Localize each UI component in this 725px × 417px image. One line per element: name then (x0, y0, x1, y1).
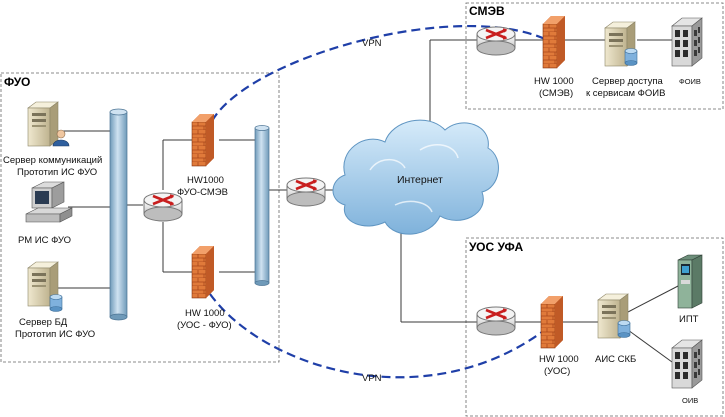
zone-uos-title: УОС УФА (469, 240, 523, 254)
router-smev (475, 25, 517, 57)
fw-uos-fuo-label-line1: HW 1000 (185, 308, 225, 319)
firewall-uos-fuo (191, 245, 215, 299)
firewall-smev (542, 15, 566, 69)
zone-fuo-frame (0, 72, 280, 363)
zone-smev-frame (465, 2, 724, 110)
db-server-label-line2: Прототип ИС ФУО (15, 329, 95, 340)
db-server-label-line1: Сервер БД (19, 317, 68, 328)
router-uos (475, 305, 517, 337)
fw-uos-fuo-label-line2: (УОС - ФУО) (177, 320, 232, 331)
ipt-label: ИПТ (679, 314, 699, 325)
access-server-label-line2: к сервисам ФОИВ (586, 88, 665, 99)
comm-server-icon (27, 101, 70, 147)
workstation-icon (25, 181, 73, 223)
router-central (285, 176, 327, 208)
foiv-building-icon (671, 17, 703, 67)
zone-fuo-title: ФУО (4, 75, 30, 89)
fw-smev-label-line2: (СМЭВ) (539, 88, 573, 99)
comm-server-label-line2: Прототип ИС ФУО (17, 167, 97, 178)
firewall-uos (540, 295, 564, 349)
db-server-icon (27, 261, 63, 312)
ais-server-icon (597, 293, 631, 339)
fw-fuo-smev-label-line1: HW1000 (187, 175, 224, 186)
firewall-fuo-smev (191, 113, 215, 167)
workstation-label: РМ ИС ФУО (18, 235, 71, 246)
internet-label: Интернет (397, 174, 443, 186)
fw-smev-label-line1: HW 1000 (534, 76, 574, 87)
bus-left (109, 108, 128, 321)
zone-smev-title: СМЭВ (469, 4, 505, 18)
payment-terminal-icon (677, 254, 703, 309)
vpn-link-top (211, 25, 556, 122)
access-server-label-line1: Сервер доступа (592, 76, 664, 87)
fw-uos-label-line1: HW 1000 (539, 354, 579, 365)
vpn-link-bottom (209, 293, 551, 379)
internet-cloud (332, 119, 499, 235)
zone-uos-frame (465, 237, 724, 417)
oiv-building-icon (671, 339, 703, 389)
fw-fuo-smev-label-line2: ФУО-СМЭВ (177, 187, 228, 198)
vpn-top-label: VPN (362, 38, 382, 49)
vpn-bottom-label: VPN (362, 373, 382, 384)
bus-right (254, 125, 270, 286)
comm-server-label-line1: Сервер коммуникаций (3, 155, 102, 166)
access-server-icon (604, 21, 638, 67)
oiv-label: ОИВ (682, 396, 698, 405)
fw-uos-label-line2: (УОС) (544, 366, 570, 377)
ais-label: АИС СКБ (595, 354, 636, 365)
foiv-label: ФОИВ (679, 77, 701, 86)
